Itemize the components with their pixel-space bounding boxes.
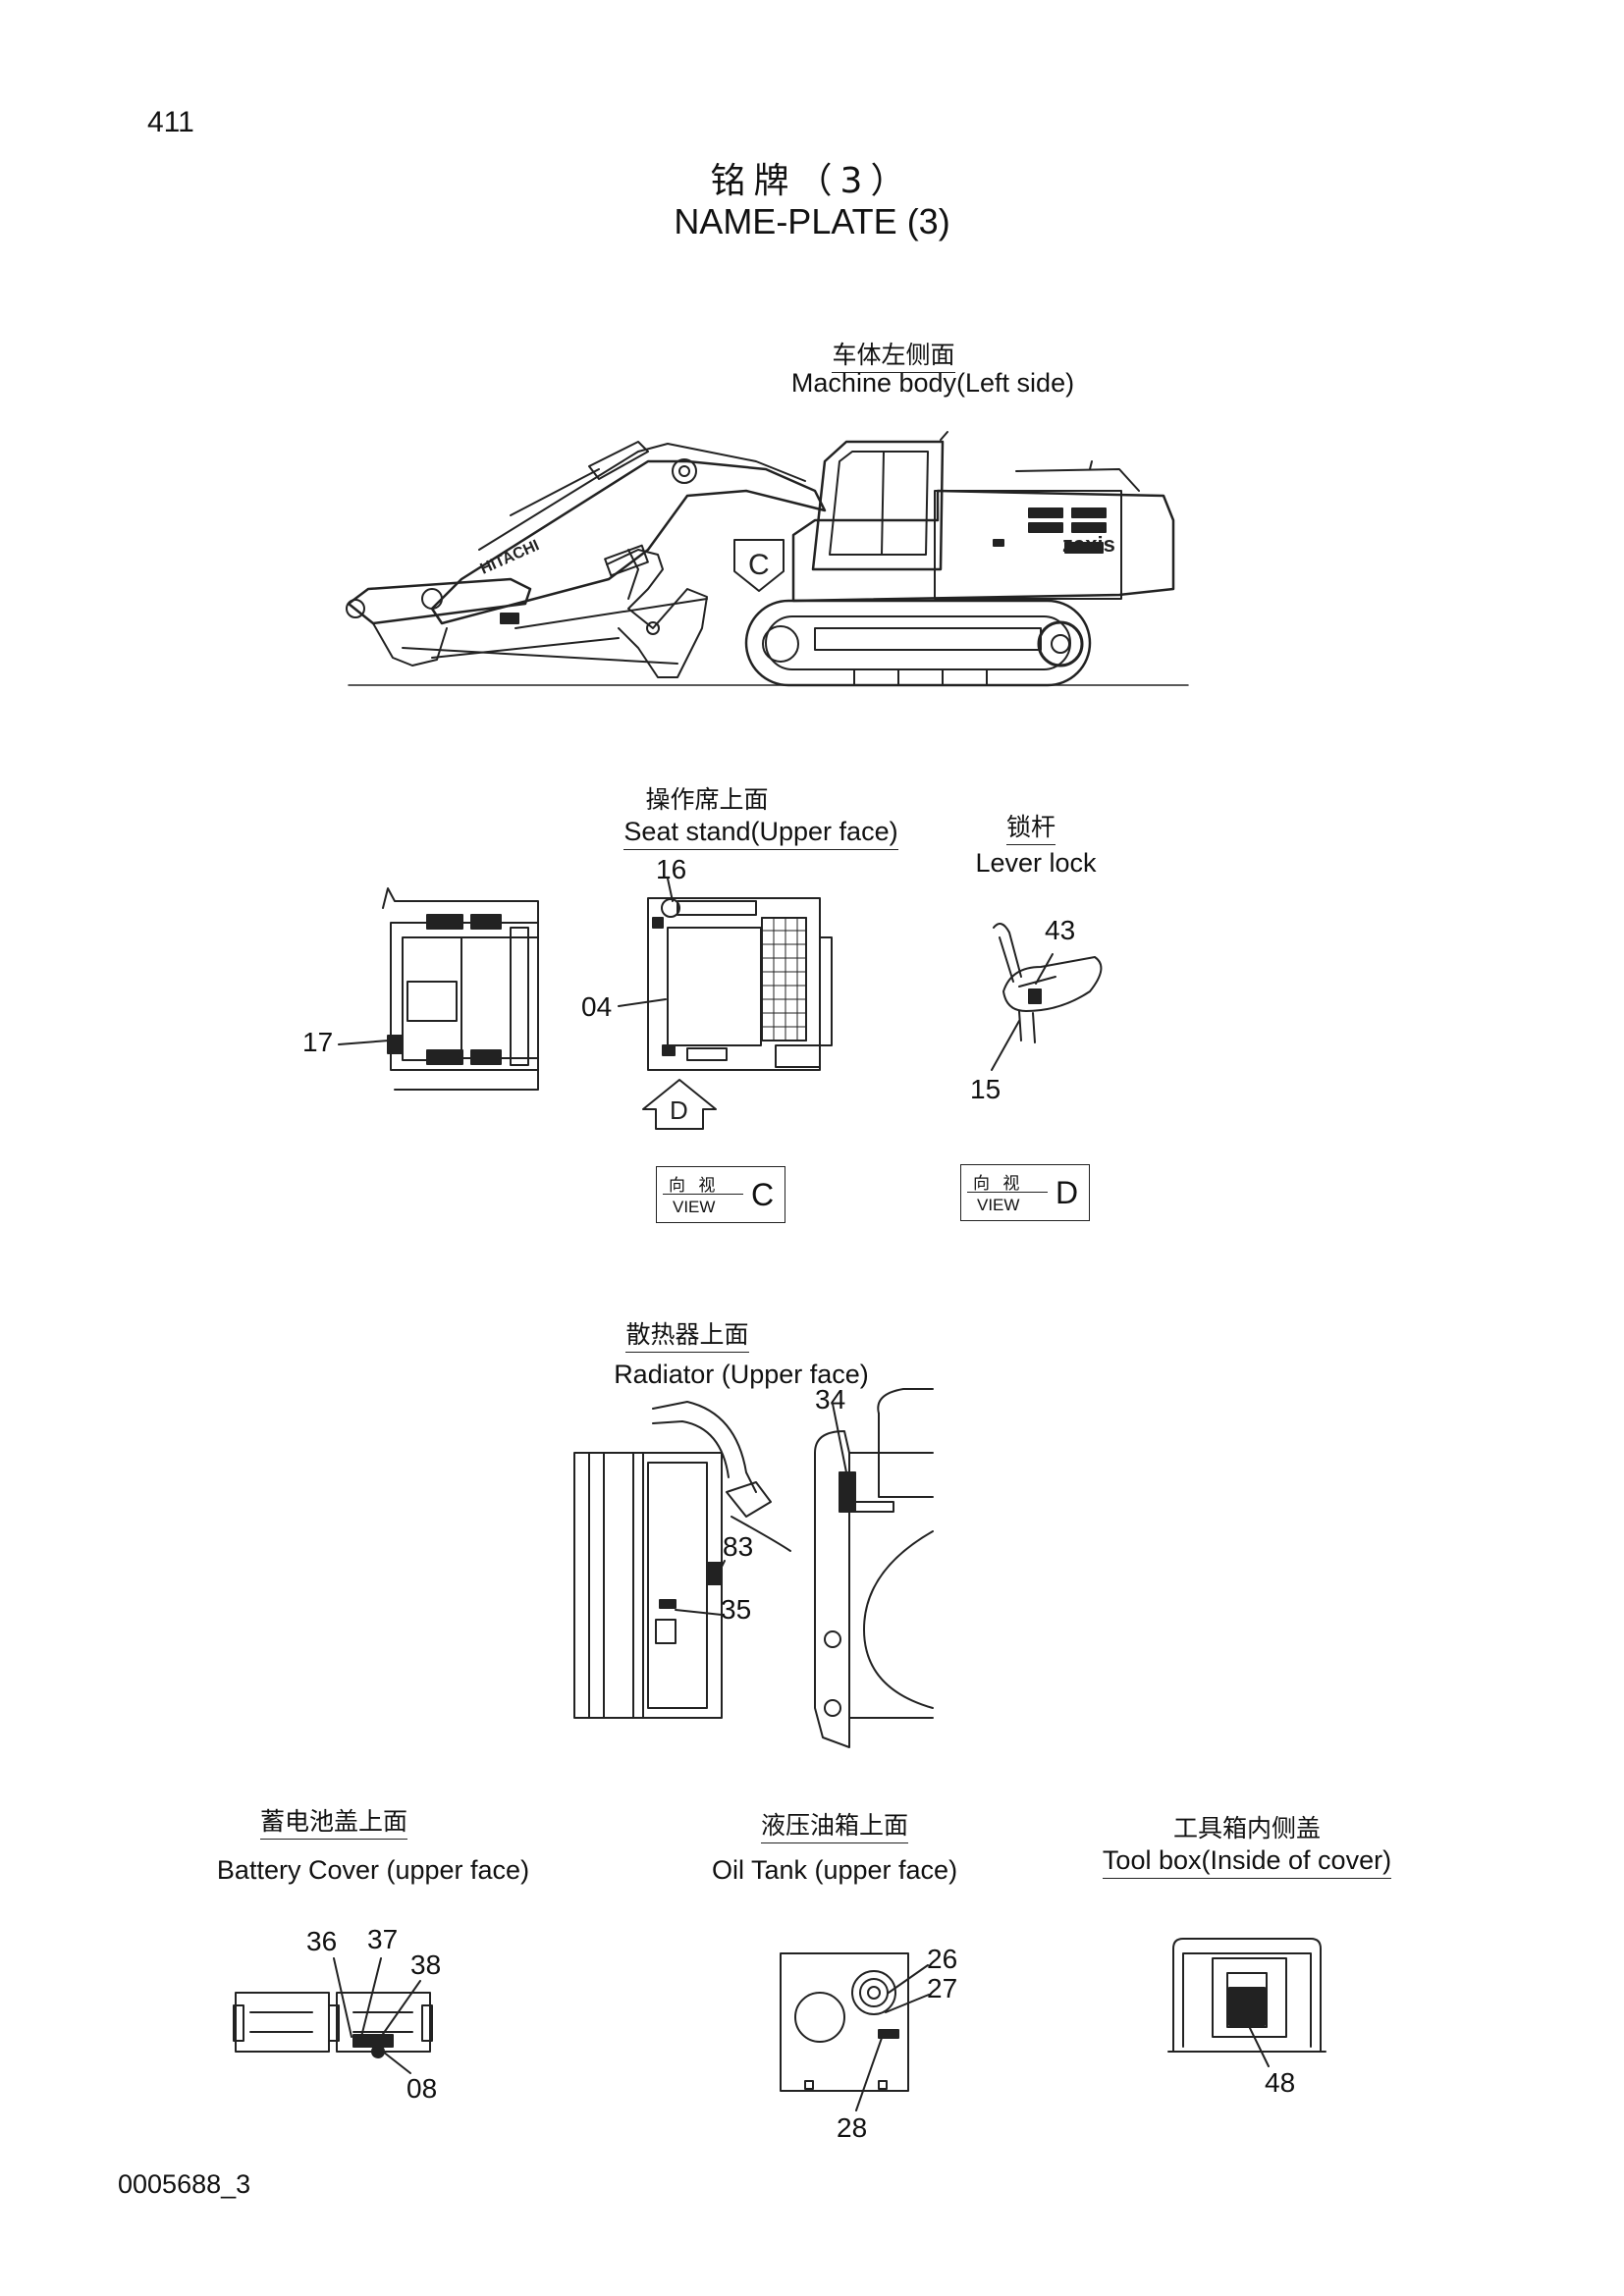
lever-lock-label-cn: 锁杆 [972, 808, 1090, 845]
oil-tank-label-en: Oil Tank (upper face) [711, 1855, 958, 1885]
svg-text:zaxis: zaxis [1062, 532, 1115, 557]
lever-lock-label-en: Lever lock [975, 848, 1097, 878]
view-c-box: 向 视 VIEW C [656, 1166, 785, 1223]
page-title-en: NAME-PLATE (3) [674, 201, 950, 241]
callout-37: 37 [367, 1924, 399, 1954]
callout-16: 16 [656, 854, 687, 884]
radiator-label-en: Radiator (Upper face) [614, 1360, 869, 1389]
callout-26: 26 [927, 1944, 958, 1974]
seat-left-drawing [338, 887, 539, 1091]
callout-04: 04 [581, 991, 613, 1022]
excavator-drawing: HITACHI C zaxis [346, 431, 1189, 687]
callout-38: 38 [410, 1949, 442, 1980]
page-number: 411 [147, 106, 194, 138]
callout-15: 15 [970, 1074, 1001, 1104]
callout-43: 43 [1045, 915, 1076, 945]
tool-box-label-cn: 工具箱内侧盖 [1172, 1814, 1321, 1842]
battery-cover-label-en: Battery Cover (upper face) [216, 1855, 530, 1885]
callout-27: 27 [927, 1973, 958, 2003]
callout-48: 48 [1265, 2067, 1296, 2098]
seat-stand-label-en: Seat stand(Upper face) [609, 817, 913, 850]
radiator-label-cn: 散热器上面 [604, 1315, 771, 1353]
document-id: 0005688_3 [118, 2169, 251, 2199]
seat-stand-label-cn: 操作席上面 [645, 785, 769, 814]
view-c-marker: C [748, 549, 770, 581]
tool-box-label-en: Tool box(Inside of cover) [1090, 1845, 1404, 1879]
battery-cover-drawing [233, 1957, 433, 2074]
seat-top-drawing: D [618, 878, 833, 1130]
callout-08: 08 [406, 2073, 438, 2104]
radiator-drawing [573, 1388, 934, 1748]
tool-box-drawing [1167, 1938, 1326, 2067]
machine-body-label-en: Machine body(Left side) [790, 368, 1075, 398]
machine-body-label-cn: 车体左侧面 [785, 336, 1001, 373]
callout-36: 36 [306, 1926, 338, 1956]
oil-tank-drawing [780, 1952, 930, 2111]
oil-tank-label-cn: 液压油箱上面 [727, 1806, 943, 1843]
callout-35: 35 [721, 1594, 752, 1625]
battery-cover-label-cn: 蓄电池盖上面 [226, 1802, 442, 1840]
view-d-box: 向 视 VIEW D [960, 1164, 1090, 1221]
lever-lock-drawing [991, 923, 1103, 1071]
callout-17: 17 [302, 1027, 334, 1057]
callout-34: 34 [815, 1384, 846, 1415]
callout-28: 28 [837, 2112, 868, 2143]
hitachi-boom-logo: HITACHI [478, 537, 542, 577]
callout-83: 83 [723, 1531, 754, 1562]
view-d-marker: D [670, 1095, 688, 1125]
page-title-cn: 铭牌（3） [710, 161, 914, 201]
